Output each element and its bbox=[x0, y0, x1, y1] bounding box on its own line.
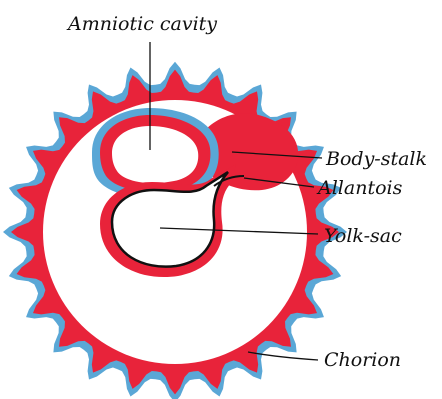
yolk-sac-label: Yolk-sac bbox=[324, 225, 402, 247]
amniotic-cavity-label: Amniotic cavity bbox=[66, 13, 217, 35]
body-stalk-label: Body-stalk bbox=[325, 148, 427, 170]
allantois-label: Allantois bbox=[316, 177, 403, 199]
chorion-label: Chorion bbox=[324, 349, 401, 371]
